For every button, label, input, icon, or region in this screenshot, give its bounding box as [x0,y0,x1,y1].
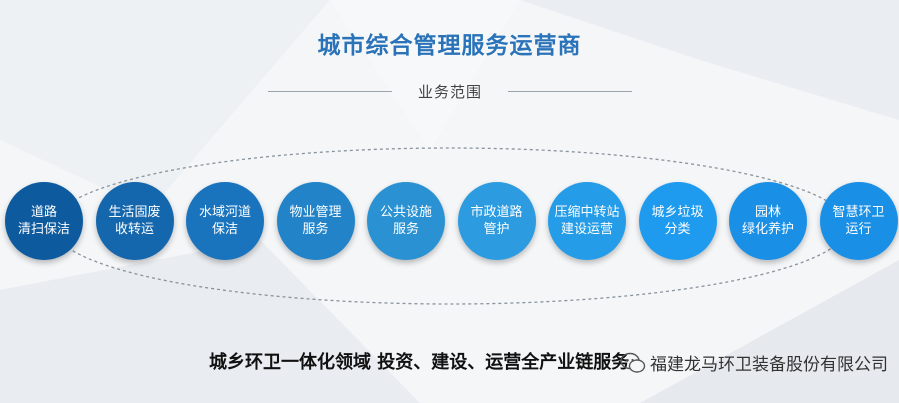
service-circle: 园林 绿化养护 [729,182,807,260]
service-circle: 物业管理 服务 [276,182,355,260]
footer-tagline: 城乡环卫一体化领域 投资、建设、运营全产业链服务 [209,352,630,373]
divider-left [268,91,392,92]
watermark: 福建龙马环卫装备股份有限公司 [620,350,888,375]
page-title: 城市综合管理服务运营商 [317,33,582,59]
service-circle: 水域河道 保洁 [186,182,264,260]
service-circle: 智慧环卫 运行 [819,182,898,260]
section-heading: 业务范围 [268,78,632,104]
service-circle: 城乡垃圾 分类 [638,182,717,260]
watermark-text: 福建龙马环卫装备股份有限公司 [650,355,888,375]
service-circle: 道路 清扫保洁 [5,182,83,260]
service-circle: 压缩中转站 建设运营 [548,182,626,260]
divider-right [508,91,632,92]
service-circle: 生活固废 收转运 [95,182,174,260]
service-circle: 市政道路 管护 [457,182,536,260]
wechat-icon [620,352,646,373]
section-heading-label: 业务范围 [417,83,482,101]
service-circle: 公共设施 服务 [367,182,445,260]
